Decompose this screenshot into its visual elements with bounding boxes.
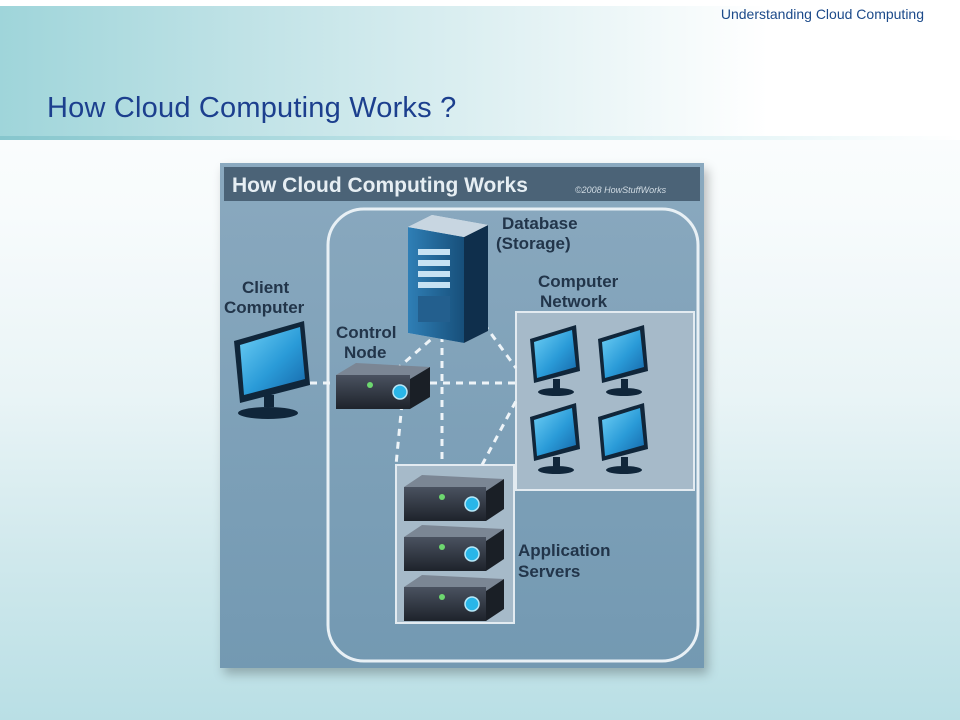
cloud-computing-diagram: How Cloud Computing Works ©2008 HowStuff… [220,163,704,668]
client-label: Client [242,278,290,297]
network-computer-icon [598,325,648,396]
presentation-title: Understanding Cloud Computing [720,6,924,22]
database-server-icon [408,215,488,343]
application-server-icon [404,525,504,571]
app-servers-sublabel: Servers [518,562,580,581]
network-computer-icon [530,403,580,474]
app-servers-label: Application [518,541,611,560]
control-node-sublabel: Node [344,343,387,362]
header-band [0,6,960,140]
control-node-label: Control [336,323,396,342]
slide-title: How Cloud Computing Works ? [47,92,457,124]
database-label: Database [502,214,578,233]
diagram-copyright: ©2008 HowStuffWorks [575,185,667,195]
application-server-icon [404,575,504,621]
client-computer-icon [234,321,310,419]
control-node-server-icon [336,363,430,409]
network-sublabel: Network [540,292,608,311]
network-computer-icon [530,325,580,396]
network-computer-icon [598,403,648,474]
diagram-banner-title: How Cloud Computing Works [232,174,528,197]
database-sublabel: (Storage) [496,234,571,253]
diagram-banner [224,167,700,201]
application-server-icon [404,475,504,521]
network-connections [310,312,518,466]
network-label: Computer [538,272,619,291]
cloud-boundary [326,207,700,663]
client-sublabel: Computer [224,298,305,317]
